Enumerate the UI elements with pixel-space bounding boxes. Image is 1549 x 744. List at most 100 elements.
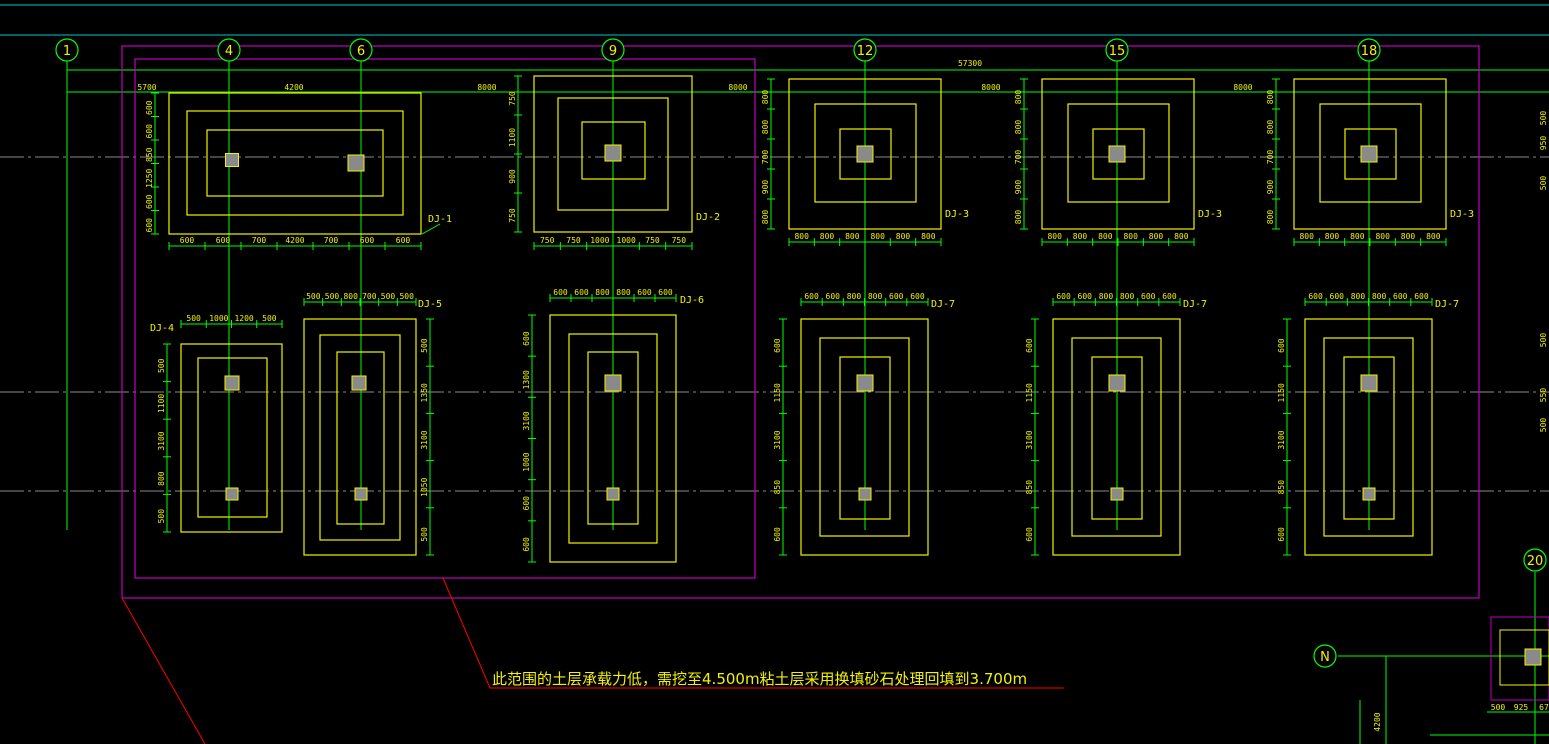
axis-label: 4 [225, 44, 233, 59]
dimension-text: 800 [870, 232, 885, 241]
dimension-text: 600 [804, 292, 819, 301]
dimension-text: 3100 [1025, 430, 1034, 449]
dimension-text: 850 [145, 147, 154, 162]
dimension-text: 700 [761, 150, 770, 165]
dimension-text: 750 [508, 91, 517, 106]
dimension-text: 500 [420, 338, 429, 353]
column-pier [1360, 374, 1378, 392]
dimension-text: 800 [761, 210, 770, 225]
column-pier [856, 145, 874, 163]
dimension-text: 600 [522, 496, 531, 511]
axis-label: 9 [609, 44, 617, 59]
dimension-text: 500 [325, 292, 340, 301]
dimension-text: 800 [1123, 232, 1138, 241]
dimension-text: 4200 [285, 236, 304, 245]
dimension-text: 800 [1014, 120, 1023, 135]
dimension-text: 800 [1098, 232, 1113, 241]
column-pier [225, 153, 239, 167]
dimension-text: 600 [145, 218, 154, 233]
axis-bubble [853, 38, 877, 62]
dimension-text: 750 [540, 236, 555, 245]
axis-bubble [1105, 38, 1129, 62]
footing-dj6-inner [587, 351, 639, 525]
dimension-text: 500 [381, 292, 396, 301]
footing-dj3-outer [1041, 78, 1195, 230]
dimension-text: 600 [889, 292, 904, 301]
dimension-text: 3100 [157, 431, 166, 450]
footing-dj7-mid [1071, 337, 1162, 537]
dimension-text: 800 [1149, 232, 1164, 241]
footing-dj7-inner [1091, 356, 1143, 520]
footing-label: DJ-5 [418, 299, 442, 310]
footing-dj3-mid [814, 103, 917, 203]
footing-label: DJ-4 [150, 323, 174, 334]
dimension-text: 800 [845, 232, 860, 241]
dimension-text: 800 [343, 292, 358, 301]
dimension-text: 600 [773, 527, 782, 542]
dimension-text: 750 [645, 236, 660, 245]
dimension-text: 1150 [1025, 383, 1034, 402]
dimension-text: 500 [420, 527, 429, 542]
dimension-text: 800 [1375, 232, 1390, 241]
axis-label: N [1320, 650, 1330, 665]
dimension-text: 1050 [420, 477, 429, 496]
dimension-text: 600 [396, 236, 411, 245]
axis-bubble [55, 38, 79, 62]
dimension-text: 1250 [145, 168, 154, 187]
dimension-text: 800 [1299, 232, 1314, 241]
axis-label: 6 [357, 44, 365, 59]
dimension-text: 600 [773, 338, 782, 353]
dimension-text: 750 [672, 236, 687, 245]
dimension-text: 500 [157, 509, 166, 524]
footing-label: DJ-3 [1450, 209, 1474, 220]
dimension-text: 600 [145, 100, 154, 115]
dimension-text: 800 [847, 292, 862, 301]
footing-label: DJ-1 [428, 214, 452, 225]
column-pier [224, 375, 240, 391]
footing-dj3-inner [1092, 128, 1145, 180]
axis-label: 20 [1527, 554, 1544, 569]
column-pier [606, 487, 620, 501]
dimension-text: 600 [574, 288, 589, 297]
dimension-text: 800 [1401, 232, 1416, 241]
footing-dj1-outer [168, 92, 422, 235]
column-pier [347, 154, 365, 172]
axis-label: 15 [1109, 44, 1126, 59]
footing-dj7-outer [1304, 318, 1433, 556]
dimension-text: 800 [595, 288, 610, 297]
dimension-text: 500 [306, 292, 321, 301]
dimension-text: 500 [399, 292, 414, 301]
column-pier [1108, 374, 1126, 392]
dimension-text: 600 [522, 537, 531, 552]
footing-dj4-inner [197, 357, 268, 518]
footing-label: DJ-3 [1198, 209, 1222, 220]
column-pier [1524, 648, 1542, 666]
side-dimension: 550 [1539, 388, 1548, 403]
dimension-text: 600 [1277, 338, 1286, 353]
detail-dimension: 925 [1514, 703, 1529, 712]
axis-label: 12 [857, 44, 874, 59]
footing-dj2-mid [557, 97, 669, 211]
footing-dj7-mid [819, 337, 910, 537]
dimension-text: 1150 [1277, 383, 1286, 402]
footing-label: DJ-7 [931, 299, 955, 310]
column-pier [225, 487, 239, 501]
dimension-text: 600 [180, 236, 195, 245]
footing-label: DJ-7 [1183, 299, 1207, 310]
dimension-text: 600 [216, 236, 231, 245]
dimension-text: 600 [658, 288, 673, 297]
dimension-text: 1350 [420, 383, 429, 402]
bay-dimension: 8000 [477, 83, 496, 92]
footing-dj1-inner [206, 129, 384, 197]
dimension-text: 700 [324, 236, 339, 245]
footing-label: DJ-7 [1435, 299, 1459, 310]
dimension-text: 800 [1372, 292, 1387, 301]
column-pier [1110, 487, 1124, 501]
dimension-text: 800 [896, 232, 911, 241]
dimension-text: 800 [1266, 210, 1275, 225]
footing-dj3-outer [788, 78, 942, 230]
dimension-text: 600 [910, 292, 925, 301]
dimension-text: 800 [1426, 232, 1441, 241]
